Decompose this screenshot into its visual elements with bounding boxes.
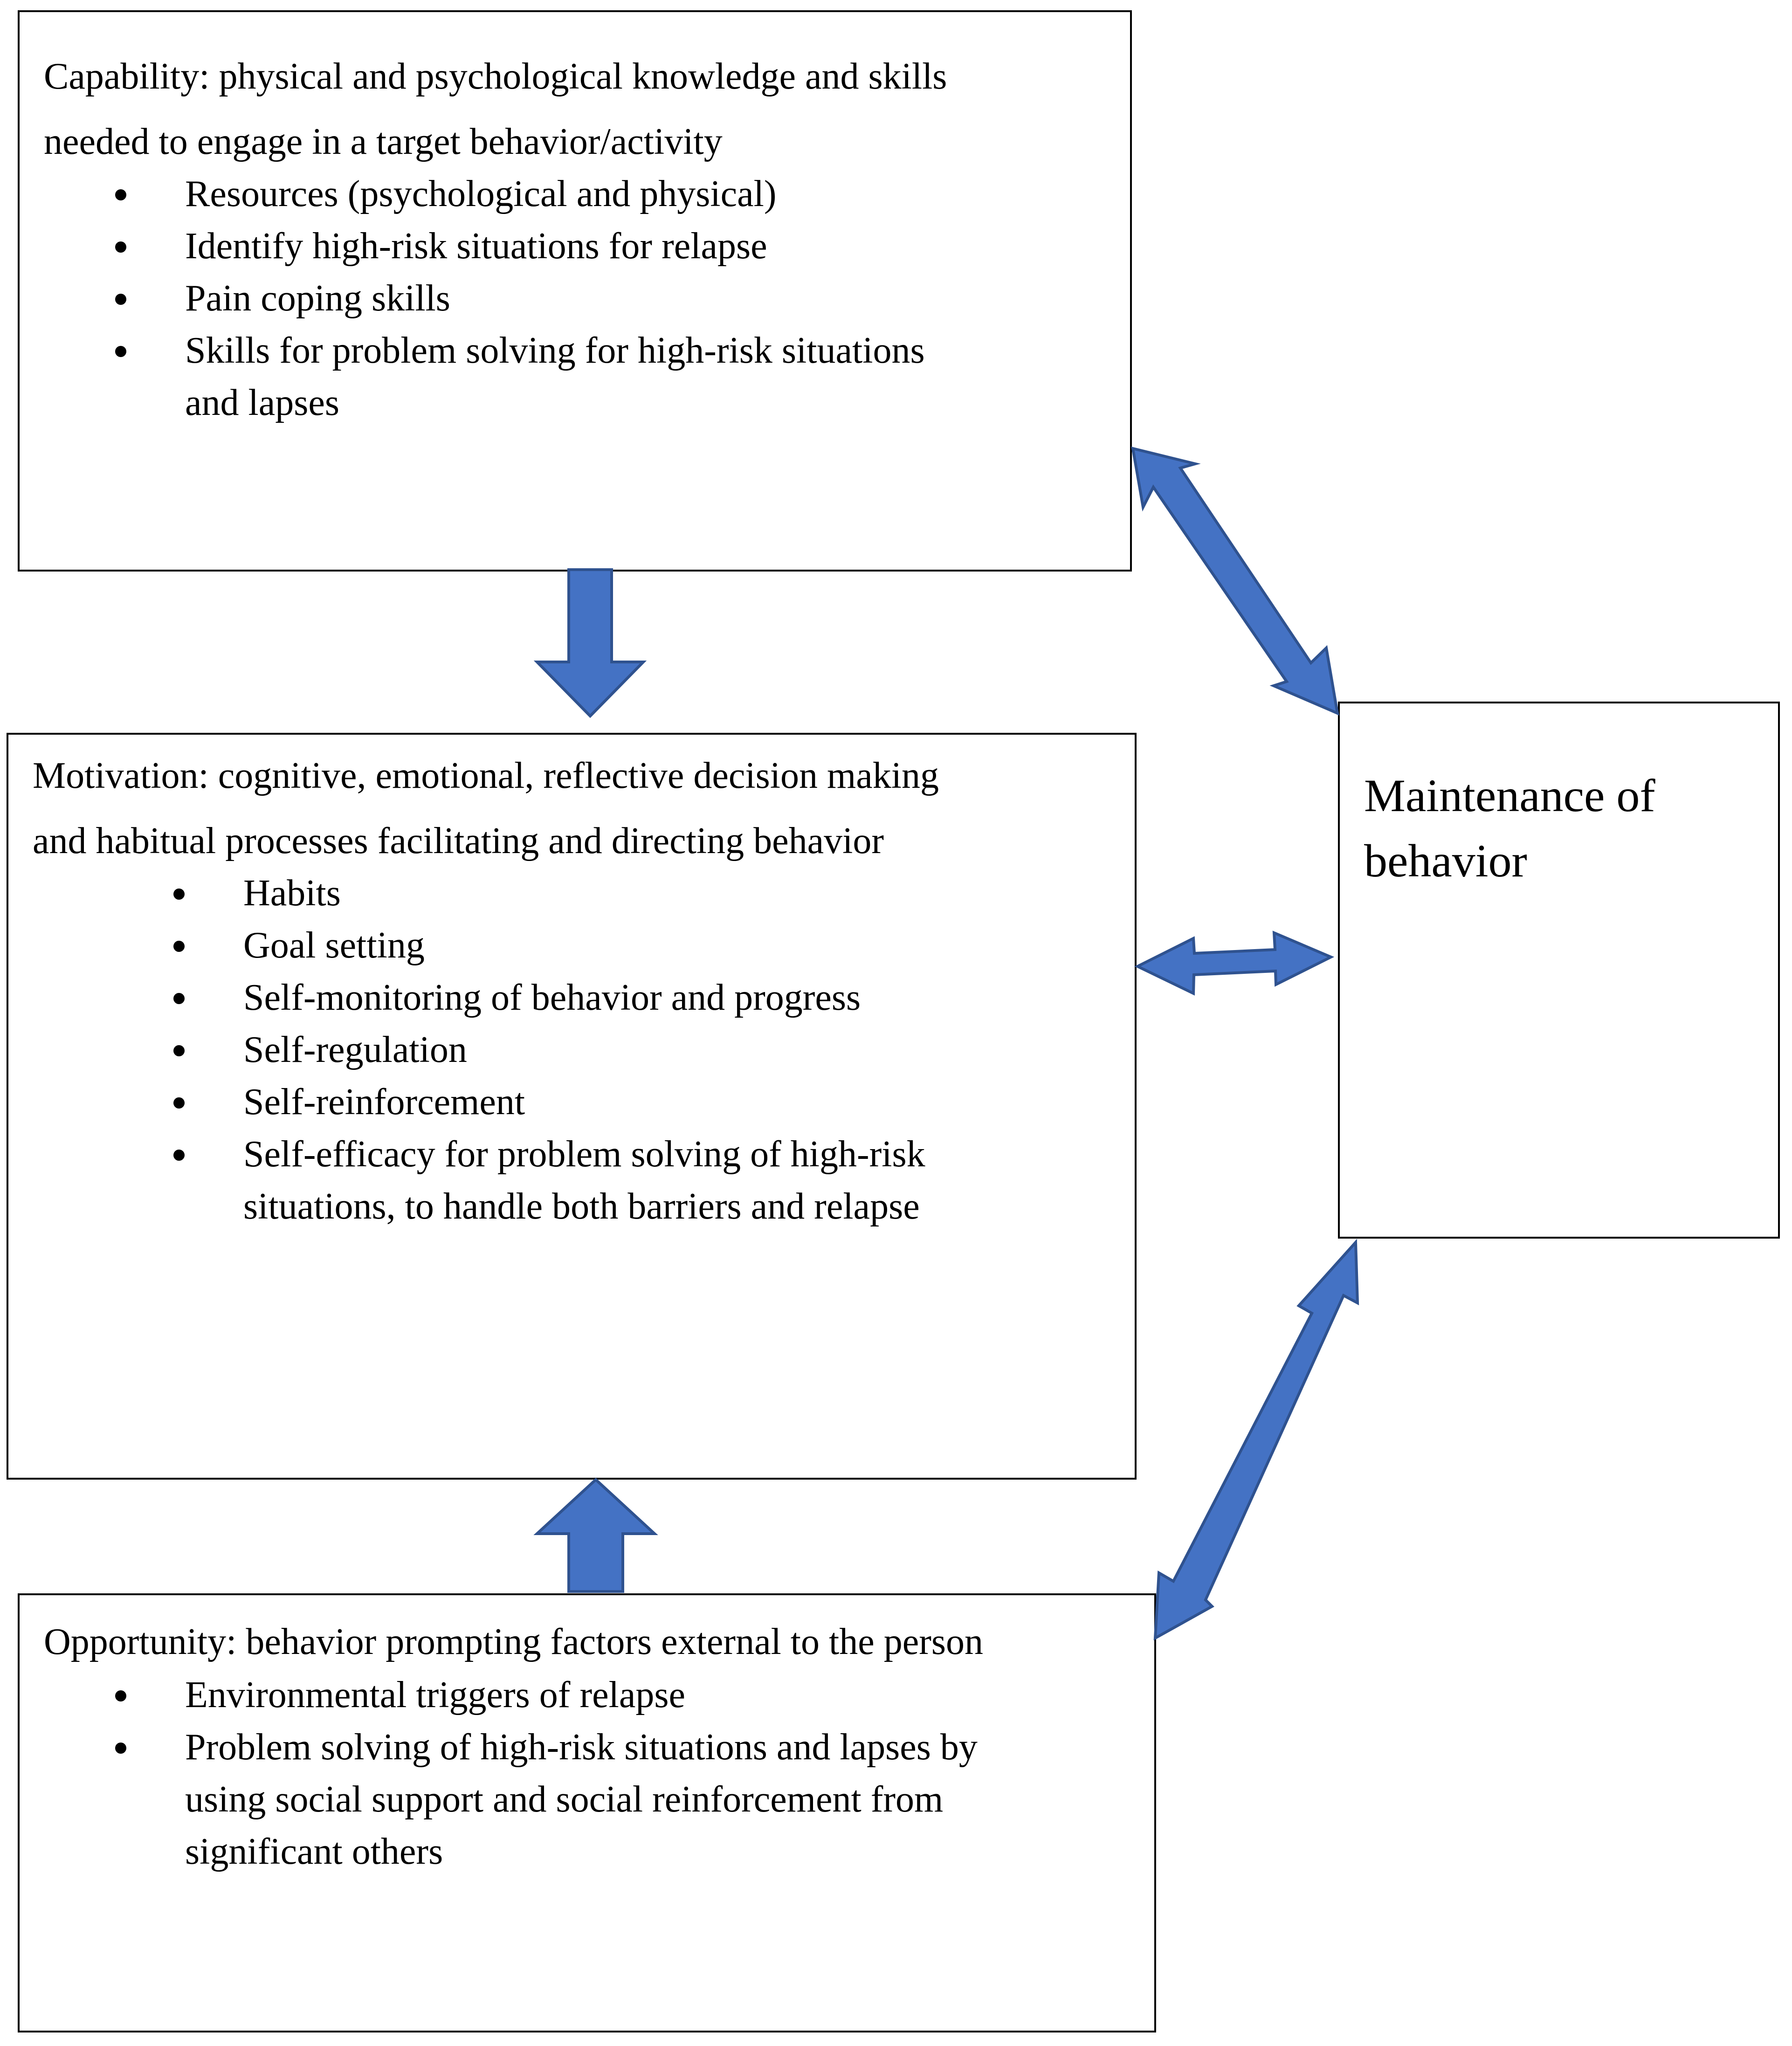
bullet-icon	[173, 1150, 185, 1161]
bullet-icon	[115, 1743, 126, 1754]
bullet-icon	[173, 1097, 185, 1109]
motivation-heading-line1: Motivation: cognitive, emotional, reflec…	[33, 755, 939, 796]
arrow-motivation-maintenance	[1134, 930, 1335, 996]
bullet-icon	[115, 294, 126, 305]
bullet-icon	[173, 993, 185, 1004]
bullet-icon	[115, 189, 126, 200]
list-item: Habits	[8, 867, 925, 919]
capability-heading-line2: needed to engage in a target behavior/ac…	[44, 121, 723, 162]
motivation-box: Motivation: cognitive, emotional, reflec…	[7, 733, 1137, 1480]
motivation-heading-line2: and habitual processes facilitating and …	[33, 820, 884, 861]
bullet-icon	[173, 1045, 185, 1056]
motivation-list: Habits Goal setting Self-monitoring of b…	[8, 867, 925, 1233]
list-item: Goal setting	[8, 919, 925, 971]
capability-box: Capability: physical and psychological k…	[18, 10, 1132, 572]
arrow-opportunity-maintenance	[1153, 1239, 1359, 1641]
maintenance-box: Maintenance of behavior	[1338, 702, 1780, 1239]
list-item: Resources (psychological and physical)	[20, 168, 925, 220]
list-item-continuation: significant others	[185, 1831, 443, 1872]
opportunity-heading: Opportunity: behavior prompting factors …	[44, 1621, 984, 1662]
capability-heading-line1: Capability: physical and psychological k…	[44, 56, 947, 97]
list-item: Identify high-risk situations for relaps…	[20, 220, 925, 272]
list-item: Skills for problem solving for high-risk…	[20, 324, 925, 377]
capability-list: Resources (psychological and physical) I…	[20, 168, 925, 429]
list-item-continuation: situations, to handle both barriers and …	[243, 1186, 920, 1227]
list-item-continuation: using social support and social reinforc…	[185, 1779, 944, 1820]
arrow-capability-to-motivation	[533, 568, 647, 718]
list-item: Self-efficacy for problem solving of hig…	[8, 1128, 925, 1180]
maintenance-line2: behavior	[1364, 835, 1527, 887]
list-item: Self-regulation	[8, 1024, 925, 1076]
opportunity-list: Environmental triggers of relapse Proble…	[20, 1669, 978, 1878]
arrow-capability-maintenance	[1131, 446, 1339, 716]
arrow-opportunity-to-motivation	[533, 1477, 658, 1593]
opportunity-box: Opportunity: behavior prompting factors …	[18, 1593, 1156, 2032]
list-item: Pain coping skills	[20, 272, 925, 324]
bullet-icon	[173, 889, 185, 900]
list-item: Environmental triggers of relapse	[20, 1669, 978, 1721]
bullet-icon	[115, 241, 126, 253]
bullet-icon	[173, 941, 185, 952]
list-item: Self-monitoring of behavior and progress	[8, 971, 925, 1024]
bullet-icon	[115, 1690, 126, 1702]
bullet-icon	[115, 346, 126, 357]
list-item: Problem solving of high-risk situations …	[20, 1721, 978, 1773]
list-item: Self-reinforcement	[8, 1076, 925, 1128]
maintenance-line1: Maintenance of	[1364, 770, 1655, 821]
list-item-continuation: and lapses	[185, 382, 340, 423]
